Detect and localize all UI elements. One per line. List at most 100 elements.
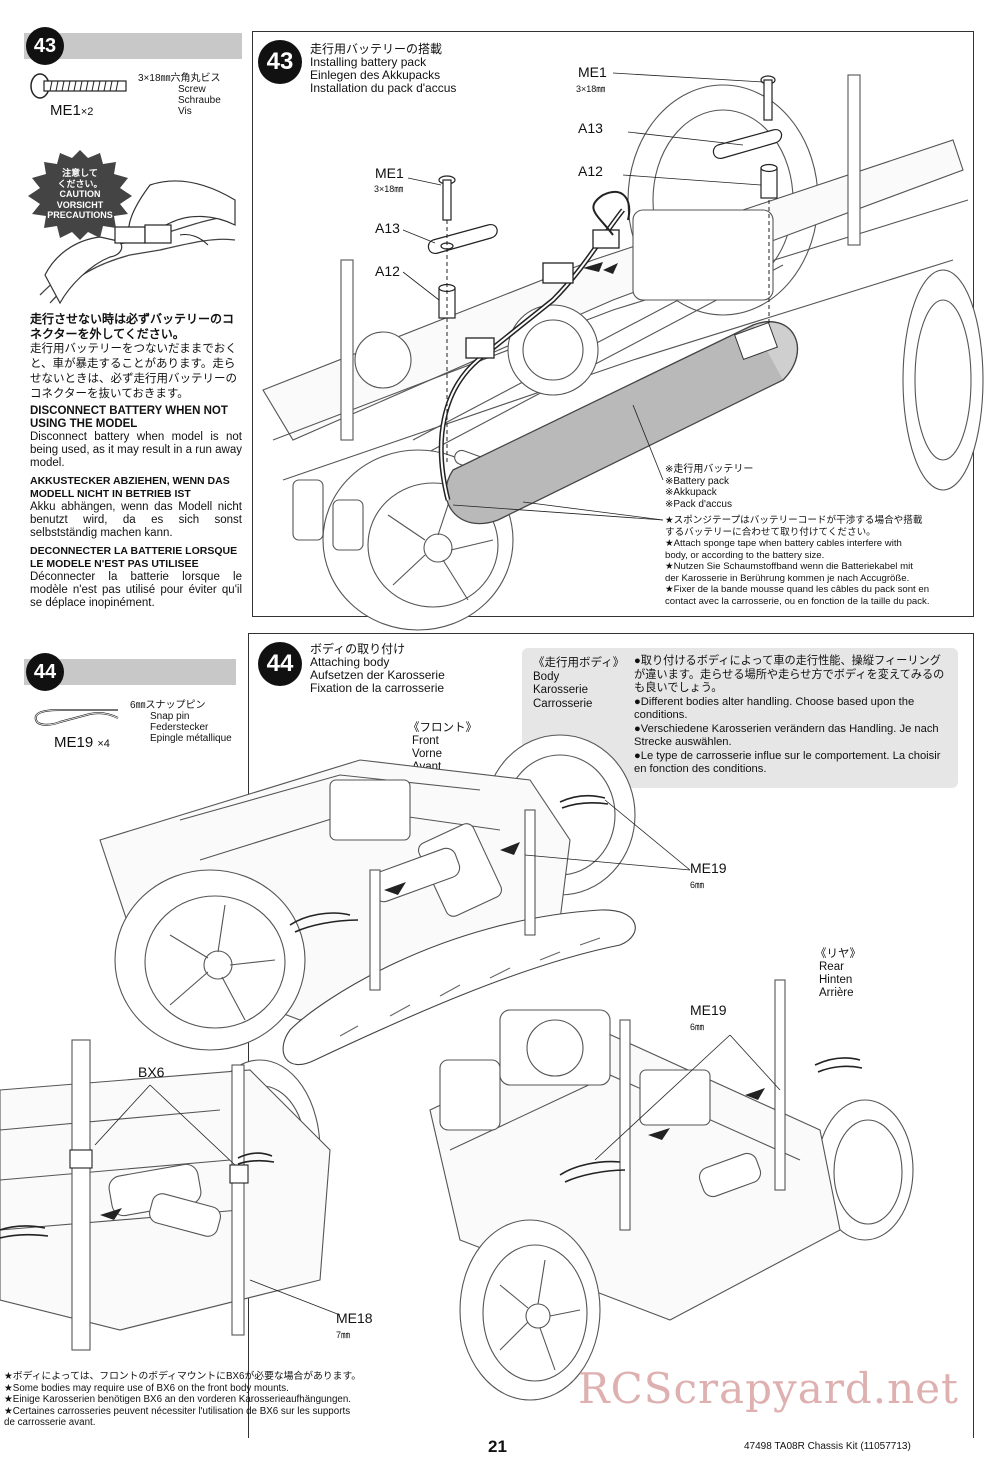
snap-pin-spec: 6㎜スナップピン: [130, 700, 206, 711]
kit-footer: 47498 TA08R Chassis Kit (11057713): [744, 1441, 911, 1452]
step-43-panel-number-badge: 43: [258, 40, 302, 84]
jp-warning-text: 走行用バッテリーをつないだままでおくと、車が暴走することがあります。走らせないと…: [30, 343, 237, 400]
screw-icon: [30, 73, 127, 99]
caution-de: VORSICHT: [56, 199, 104, 210]
title-jp: 走行用バッテリーの搭載: [310, 42, 443, 56]
battery-note-jp: ※走行用バッテリー: [665, 464, 754, 475]
en-warning-text: Disconnect battery when model is not bei…: [30, 431, 242, 469]
body-info-notes: ●取り付けるボディによって車の走行性能、操縦フィーリングが違います。走らせる場所…: [634, 655, 952, 777]
snap-pin-de: Federstecker: [150, 722, 209, 733]
tape-note-5: ★Nutzen Sie Schaumstoffband wenn die Bat…: [665, 561, 913, 572]
step-43-titles: 走行用バッテリーの搭載 Installing battery pack Einl…: [310, 43, 456, 95]
label-me19-rear-size: 6㎜: [690, 1022, 705, 1032]
screw-spec: 3×18㎜六角丸ビス: [138, 73, 221, 84]
label-bx6: BX6: [138, 1064, 165, 1080]
label-me19-front: ME19: [690, 860, 727, 876]
snap-pin-fr: Epingle métallique: [150, 733, 232, 744]
sponge-tape-notes: ★スポンジテープはバッテリーコードが干渉する場合や搭載 するバッテリーに合わせて…: [665, 515, 967, 607]
battery-warning-block: 走行させない時は必ずバッテリーのコネクターを外してください。 走行用バッテリーを…: [30, 312, 242, 610]
tape-note-2: するバッテリーに合わせて取り付けてください。: [665, 526, 876, 538]
tape-note-3: ★Attach sponge tape when battery cables …: [665, 538, 902, 549]
title-44-fr: Fixation de la carrosserie: [310, 681, 445, 695]
snap-pin-icon: [34, 709, 119, 726]
screw-part-info: 3×18㎜六角丸ビス Screw Schraube Vis: [138, 73, 221, 117]
title-44-jp: ボディの取り付け: [310, 642, 406, 656]
bx6-front-mount-drawing: [0, 1039, 341, 1351]
rear-fr: Arrière: [819, 987, 854, 999]
label-me1-left-size: 3×18㎜: [374, 184, 404, 194]
front-body-mount-drawing: [99, 734, 691, 1066]
snap-pin-en: Snap pin: [150, 711, 190, 722]
label-me18: ME18: [336, 1310, 373, 1326]
title-de: Einlegen des Akkupacks: [310, 68, 441, 82]
tape-note-1: ★スポンジテープはバッテリーコードが干渉する場合や搭載: [665, 515, 923, 526]
battery-note-fr: ※Pack d'accus: [665, 498, 732, 510]
screw-de: Schraube: [178, 95, 221, 106]
de-warning-text: Akku abhängen, wenn das Modell nicht ben…: [30, 501, 242, 539]
footnote-fr-2: de carrosserie avant.: [4, 1417, 96, 1428]
label-me1-right-size: 3×18㎜: [576, 84, 606, 94]
fr-warning-text: Déconnecter la batterie lorsque le modèl…: [30, 571, 242, 609]
body-heading-fr: Carrosserie: [533, 697, 593, 710]
rear-de: Hinten: [819, 974, 853, 986]
front-jp: 《フロント》: [408, 722, 477, 734]
body-note-fr: ●Le type de carrosserie influe sur le co…: [634, 749, 941, 776]
label-a13-right: A13: [578, 120, 603, 136]
battery-note-en: ※Battery pack: [665, 475, 729, 487]
rear-body-mount-drawing: [429, 979, 914, 1401]
battery-note-de: ※Akkupack: [665, 487, 717, 498]
snap-pin-qty: ×4: [97, 738, 110, 750]
body-heading-jp: 《走行用ボディ》: [533, 657, 625, 669]
step-43-number: 43: [33, 34, 57, 57]
label-me19-rear: ME19: [690, 1002, 727, 1018]
bx6-footnotes: ★ボディによっては、フロントのボディマウントにBX6が必要な場合があります。 ★…: [4, 1371, 424, 1429]
step-44-number: 44: [33, 660, 57, 683]
footnote-jp: ★ボディによっては、フロントのボディマウントにBX6が必要な場合があります。: [4, 1371, 362, 1382]
de-warning-heading: AKKUSTECKER ABZIEHEN, WENN DAS MODELL NI…: [30, 475, 230, 500]
label-me19-front-size: 6㎜: [690, 880, 705, 890]
title-en: Installing battery pack: [310, 55, 427, 69]
rear-label: 《リヤ》 Rear Hinten Arrière: [815, 948, 861, 1000]
tape-note-6: der Karosserie in Berührung kommen je na…: [665, 572, 910, 584]
caution-jp-1: 注意して: [62, 168, 98, 178]
caution-illustration: [39, 180, 236, 305]
caution-jp-2: ください。: [57, 178, 103, 189]
label-me18-size: 7㎜: [336, 1330, 351, 1340]
battery-pack-notes: ※走行用バッテリー ※Battery pack ※Akkupack ※Pack …: [665, 464, 753, 510]
fr-warning-heading: DECONNECTER LA BATTERIE LORSQUE LE MODEL…: [30, 545, 238, 570]
jp-warning-heading: 走行させない時は必ずバッテリーのコネクターを外してください。: [30, 312, 235, 341]
screw-part-code: ME1×2: [50, 102, 93, 119]
step-43-number-badge: 43: [26, 27, 64, 65]
label-a12-right: A12: [578, 163, 603, 179]
title-44-de: Aufsetzen der Karosserie: [310, 668, 445, 682]
title-fr: Installation du pack d'accus: [310, 81, 457, 95]
rear-en: Rear: [819, 961, 844, 973]
step-43-panel-number: 43: [266, 48, 294, 75]
tape-note-8: contact avec la carrosserie, ou en fonct…: [665, 595, 930, 607]
body-note-de: ●Verschiedene Karosserien verändern das …: [634, 722, 939, 749]
snap-pin-part-code: ME19 ×4: [54, 734, 110, 751]
step-44-panel-number: 44: [266, 650, 294, 677]
caution-badge-text: 注意して ください。 CAUTION VORSICHT PRECAUTIONS: [34, 168, 126, 221]
screw-en: Screw: [178, 84, 206, 95]
caution-en: CAUTION: [59, 189, 101, 199]
part-code-me19: ME19: [54, 734, 94, 751]
part-code-me1: ME1: [50, 102, 81, 119]
snap-pin-info: 6㎜スナップピン Snap pin Federstecker Epingle m…: [130, 700, 232, 744]
body-heading-de: Karosserie: [533, 684, 588, 696]
screw-fr: Vis: [178, 106, 192, 117]
footnote-fr-1: ★Certaines carrosseries peuvent nécessit…: [4, 1405, 351, 1417]
label-a13-left: A13: [375, 220, 400, 236]
page-number: 21: [488, 1437, 507, 1456]
front-de: Vorne: [412, 748, 443, 760]
label-a12-left: A12: [375, 263, 400, 279]
body-heading-en: Body: [533, 670, 560, 683]
part-qty: ×2: [80, 106, 94, 118]
rear-jp: 《リヤ》: [815, 948, 861, 960]
footnote-en: ★Some bodies may require use of BX6 on t…: [4, 1382, 289, 1394]
front-en: Front: [412, 735, 439, 747]
tape-note-4: body, or according to the battery size.: [665, 549, 825, 561]
body-info-heading: 《走行用ボディ》 Body Karosserie Carrosserie: [533, 657, 624, 711]
title-44-en: Attaching body: [310, 655, 390, 669]
body-note-en: ●Different bodies alter handling. Choose…: [634, 695, 915, 722]
